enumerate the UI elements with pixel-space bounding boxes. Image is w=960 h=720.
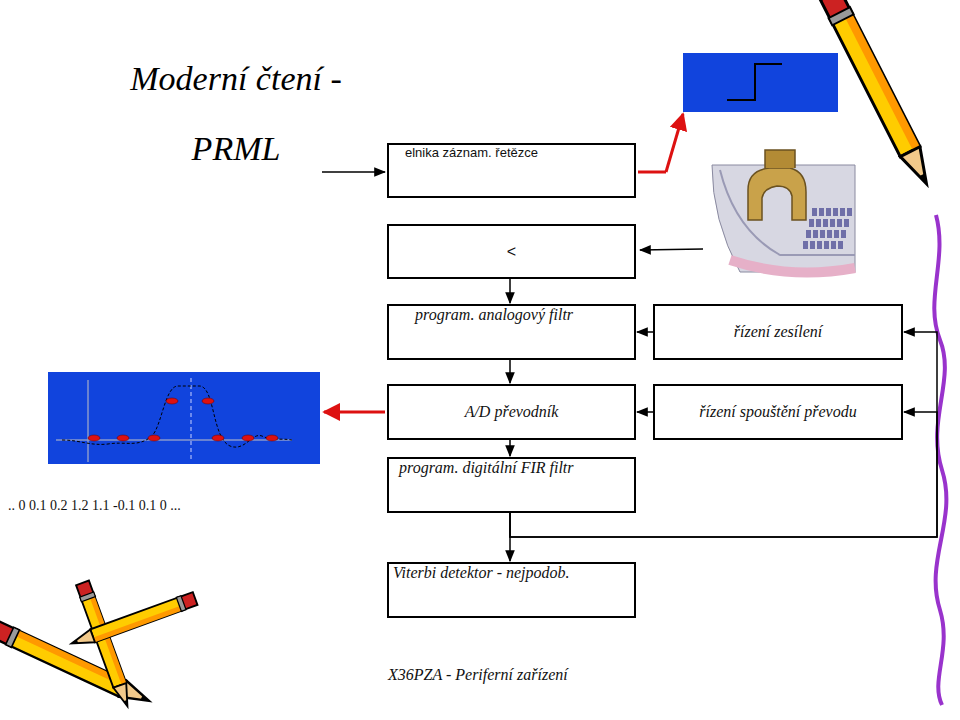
drawing-part: [840, 208, 845, 216]
drawing-part: [820, 230, 825, 238]
drawing-part: [823, 219, 828, 227]
flow-arrow: [637, 331, 653, 333]
drawing-part: [88, 435, 100, 441]
slide-title: Moderní čtení - PRML: [96, 44, 376, 184]
flow-arrow: [509, 360, 511, 383]
drawing-part: [831, 241, 836, 249]
drawing-part: [730, 260, 855, 273]
drawing-part: [817, 241, 822, 249]
process-box: program. digitální FIR filtr: [387, 457, 636, 513]
box-label: <: [507, 243, 516, 261]
drawing-part: [803, 241, 808, 249]
drawing-part: [838, 241, 843, 249]
drawing-part: [166, 398, 178, 404]
drawing-part: [813, 230, 818, 238]
drawing-part: [712, 165, 855, 272]
box-label: elnika záznam. řetězce: [405, 145, 538, 160]
drawing-part: [748, 168, 806, 220]
drawing-part: [148, 435, 160, 441]
process-box: Viterbi detektor - nejpodob.: [387, 562, 636, 618]
pencil: [0, 621, 153, 710]
sample-values: .. 0 0.1 0.2 1.2 1.1 -0.1 0.1 0 ...: [8, 498, 181, 514]
process-box: řízení zesílení: [653, 304, 903, 360]
sampled-signal-plot: [48, 372, 320, 464]
drawing-part: [844, 219, 849, 227]
drawing-part: [202, 398, 214, 404]
drawing-part: [824, 241, 829, 249]
process-box: řízení spouštění převodu: [653, 384, 903, 440]
drawing-part: [837, 219, 842, 227]
drawing-part: [242, 435, 254, 441]
drawing-part: [810, 241, 815, 249]
drawing-part: [827, 230, 832, 238]
drawing-part: [826, 208, 831, 216]
drawing-part: [809, 219, 814, 227]
drawing-part: [212, 435, 224, 441]
pencil: [75, 580, 134, 709]
pencil: [69, 591, 198, 650]
drawing-part: [816, 219, 821, 227]
pencil: [820, 0, 938, 189]
drawing-part: [833, 208, 838, 216]
drawing-part: [48, 372, 320, 464]
head-signal-arrow: [640, 249, 703, 250]
process-box: program. analogový filtr: [387, 304, 636, 360]
box-label: řízení spouštění převodu: [699, 403, 856, 421]
drawing-part: [62, 386, 292, 447]
drawing-part: [117, 435, 129, 441]
box-label: program. analogový filtr: [415, 306, 573, 324]
drawing-part: [87, 380, 89, 462]
process-box: <: [387, 224, 636, 279]
step-signal-box: [683, 53, 838, 112]
red-arrow: [324, 411, 385, 414]
drawing-part: [819, 208, 824, 216]
footer-caption: X36PZA - Periferní zařízení: [388, 666, 568, 684]
pencil-string: [934, 215, 946, 705]
process-box: A/D převodník: [387, 384, 636, 440]
flow-arrow: [509, 279, 511, 303]
drawing-part: [812, 208, 817, 216]
flow-arrow: [509, 440, 511, 456]
disk-head-picture: [712, 150, 855, 273]
drawing-part: [806, 230, 811, 238]
box-label: Viterbi detektor - nejpodob.: [393, 564, 570, 582]
drawing-part: [847, 208, 852, 216]
flow-arrow: [637, 411, 653, 413]
box-label: řízení zesílení: [734, 323, 822, 341]
box-label: A/D převodník: [465, 403, 559, 421]
drawing-part: [830, 219, 835, 227]
red-arrow-stub: [638, 171, 666, 174]
drawing-part: [266, 435, 278, 441]
drawing-part: [834, 230, 839, 238]
drawing-part: [765, 150, 795, 168]
red-arrow: [666, 114, 683, 172]
process-box: elnika záznam. řetězce: [387, 143, 636, 198]
title-arrow: [322, 171, 385, 173]
box-label: program. digitální FIR filtr: [399, 459, 574, 477]
step-signal: [727, 64, 782, 100]
drawing-part: [841, 230, 846, 238]
drawing-part: [191, 378, 192, 462]
